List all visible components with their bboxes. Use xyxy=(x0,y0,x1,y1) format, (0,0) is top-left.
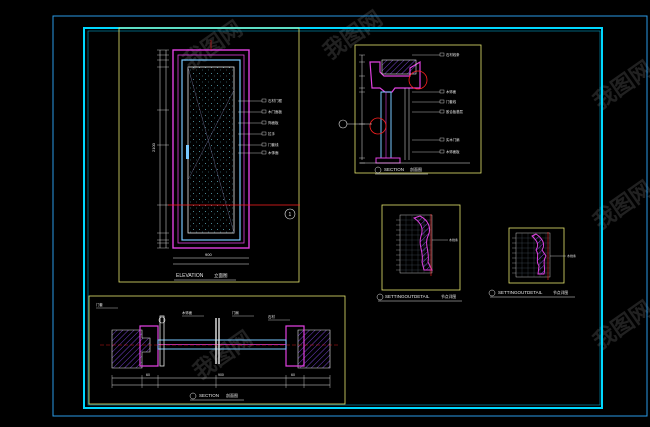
annotation-label: 石材线条 xyxy=(446,52,460,57)
glass-diagonal xyxy=(187,89,235,181)
leader-box xyxy=(439,99,445,104)
detail-frame-1 xyxy=(381,204,461,291)
section-frame-bottom xyxy=(88,295,346,405)
annotation-label: 木门面板 xyxy=(268,109,282,114)
elevation-title: ELEVATION xyxy=(176,273,204,279)
detail-1-label: 木线条 xyxy=(449,237,458,242)
title-frame xyxy=(83,27,603,409)
leader-box xyxy=(261,120,267,125)
annotation-label: 石材 xyxy=(268,314,275,319)
dimension-ticks xyxy=(111,375,331,388)
elevation-frame xyxy=(118,27,300,283)
leader-box xyxy=(261,142,267,147)
annotation-label: 饰面板 xyxy=(268,120,279,125)
detail-2-title: SETTINGOUTDETAIL xyxy=(498,290,543,295)
hinge xyxy=(158,316,166,324)
detail-grid-2 xyxy=(515,232,551,278)
annotation-label: 门套线 xyxy=(268,142,279,147)
annotation-label: 胶合板基层 xyxy=(446,109,464,114)
section-bottom-subtitle: 剖面图 xyxy=(226,392,238,398)
leader-box xyxy=(439,89,445,94)
annotation-label: 拉手 xyxy=(268,131,276,136)
section-bottom-title: SECTION xyxy=(199,393,219,398)
annotation-label: 木饰面板 xyxy=(446,149,460,154)
right-frame xyxy=(285,325,305,367)
right-jamb xyxy=(297,329,331,369)
door-trim-inner xyxy=(177,54,245,244)
left-frame xyxy=(139,325,159,367)
door-hardware xyxy=(159,315,165,367)
molding-profile xyxy=(412,215,433,271)
lintel-hatch xyxy=(381,59,417,75)
detail-1-subtitle: 节点详图 xyxy=(441,294,456,299)
leader-box xyxy=(261,109,267,114)
elevation-subtitle: 立面图 xyxy=(214,272,228,279)
section-top-title: SECTION xyxy=(384,167,404,172)
title-marker xyxy=(376,293,384,301)
section-callout-number: 1 xyxy=(289,212,292,218)
outer-sheet-frame xyxy=(52,15,648,417)
detail-2-subtitle: 节点详图 xyxy=(553,290,568,295)
section-callout-bubble xyxy=(284,208,296,220)
leader-box xyxy=(261,98,267,103)
detail-callout-circle xyxy=(369,117,387,135)
leader-box xyxy=(261,131,267,136)
annotation-label: 木饰面 xyxy=(268,150,279,155)
detail-1-title: SETTINGOUTDETAIL xyxy=(385,294,430,299)
leader-box xyxy=(439,52,445,57)
detail-frame-2 xyxy=(508,227,565,284)
annotation-label: 实木门扇 xyxy=(446,137,460,142)
title-marker xyxy=(189,392,197,400)
inner-sheet-border xyxy=(87,30,601,406)
annotation-label: 木饰面 xyxy=(446,89,457,94)
annotation-label: 门套 xyxy=(96,302,103,307)
title-marker xyxy=(374,166,382,174)
detail-callout-circle xyxy=(408,70,428,90)
section-bottom-dim: 60 xyxy=(146,373,150,377)
door-handle xyxy=(186,145,189,159)
door-width-dim: 900 xyxy=(205,252,212,257)
leader-box xyxy=(439,137,445,142)
annotation-label: 木饰面 xyxy=(182,310,193,315)
annotation-label: 门套线 xyxy=(446,99,457,104)
leader-box xyxy=(261,150,267,155)
section-bottom-dim: 60 xyxy=(291,373,295,377)
leader-box xyxy=(439,109,445,114)
detail-grid-1 xyxy=(399,214,433,274)
molding-profile xyxy=(531,233,547,275)
annotation-label: 石材门框 xyxy=(268,98,282,103)
section-frame-top xyxy=(354,44,482,174)
annotation-label: 门扇 xyxy=(232,310,239,315)
door-leaf xyxy=(181,59,241,241)
section-bottom-dim: 900 xyxy=(218,373,224,377)
dimension-ticks xyxy=(157,49,169,249)
door-height-dim: 2100 xyxy=(151,142,156,152)
setting-out-detail-2: 木线条 SETTINGOUTDETAIL 节点详图 xyxy=(488,227,576,298)
setting-out-detail-1: 木线条 SETTINGOUTDETAIL 节点详图 xyxy=(376,204,462,302)
leader-box xyxy=(439,149,445,154)
lintel-profile xyxy=(369,60,421,93)
section-top-subtitle: 剖面图 xyxy=(410,166,422,172)
detail-2-label: 木线条 xyxy=(567,253,576,258)
title-marker xyxy=(488,289,496,297)
